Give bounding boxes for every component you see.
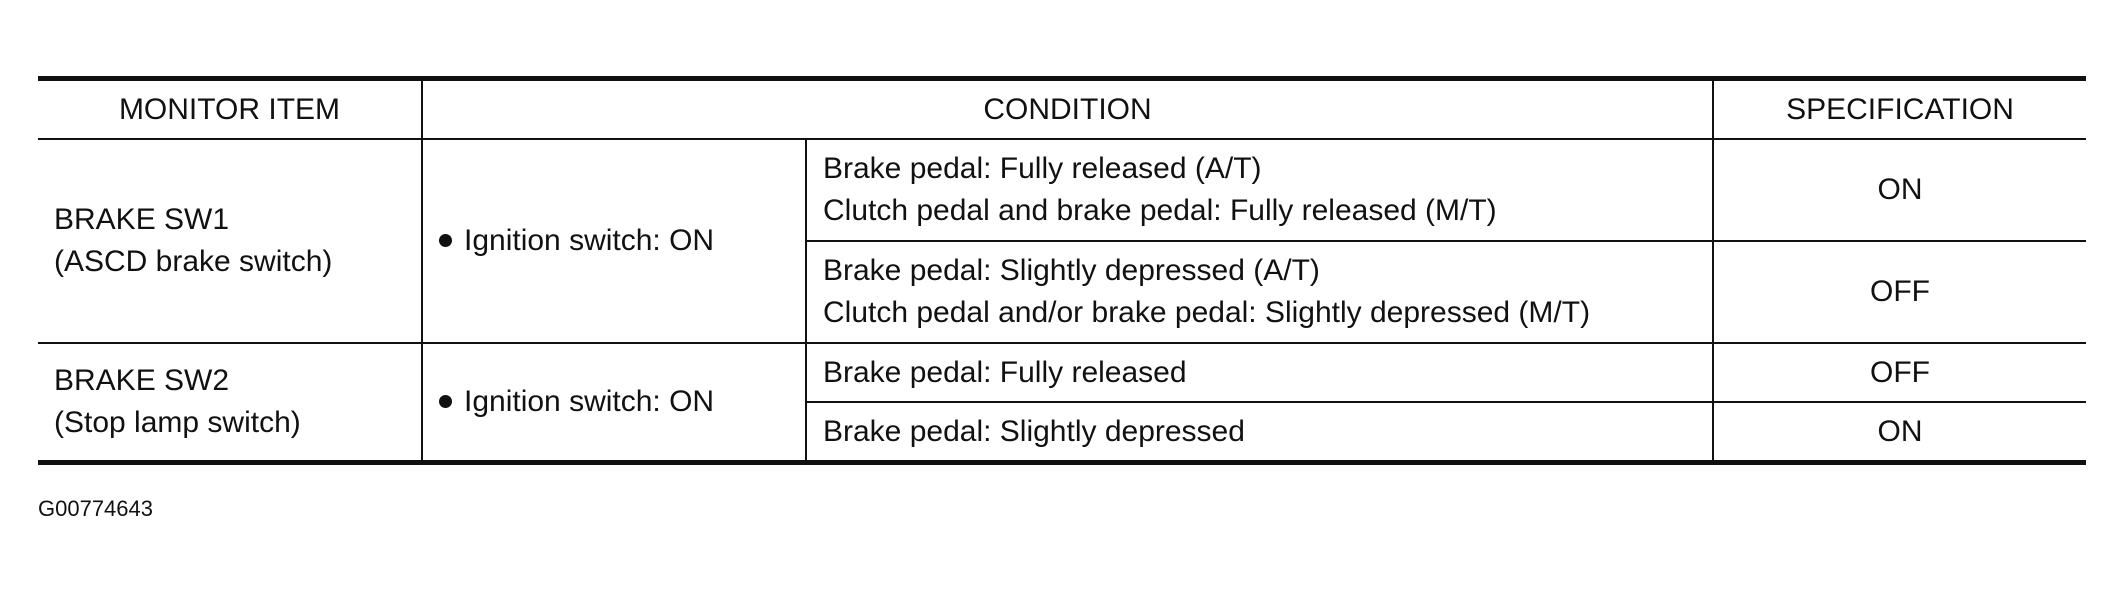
monitor-spec-table: MONITOR ITEM CONDITION SPECIFICATION BRA…: [38, 76, 2087, 465]
condition-line: Brake pedal: Slightly depressed: [823, 414, 1245, 448]
specification-value: OFF: [1712, 240, 2087, 344]
bullet-icon: [439, 394, 452, 408]
condition-line: Brake pedal: Fully released: [823, 355, 1187, 389]
specification-value: OFF: [1712, 342, 2087, 403]
condition-detail-cell: Brake pedal: Slightly depressed: [806, 401, 1715, 463]
table-row: BRAKE SW2 (Stop lamp switch) Ignition sw…: [38, 342, 2087, 464]
specification-value: ON: [1712, 401, 2087, 463]
condition-detail-cell: Brake pedal: Fully released (A/T) Clutch…: [804, 138, 1715, 242]
monitor-item-description: (ASCD brake switch): [54, 245, 333, 278]
general-condition-cell: Ignition switch: ON: [421, 342, 807, 464]
specification-value: ON: [1712, 138, 2087, 242]
monitor-item-name: BRAKE SW2: [54, 364, 230, 397]
condition-line: Clutch pedal and/or brake pedal: Slightl…: [823, 296, 1591, 329]
general-condition-text: Ignition switch: ON: [464, 385, 715, 418]
table-row: BRAKE SW1 (ASCD brake switch) Ignition s…: [38, 138, 2087, 344]
bullet-icon: [439, 233, 452, 247]
header-monitor-item: MONITOR ITEM: [38, 78, 423, 140]
condition-line: Brake pedal: Slightly depressed (A/T): [823, 254, 1320, 287]
condition-detail-cell: Brake pedal: Slightly depressed (A/T) Cl…: [806, 240, 1715, 344]
condition-detail-cell: Brake pedal: Fully released: [804, 342, 1715, 403]
condition-line: Brake pedal: Fully released (A/T): [823, 152, 1262, 185]
figure-id: G00774643: [38, 496, 153, 521]
header-row: MONITOR ITEM CONDITION SPECIFICATION: [38, 78, 2087, 140]
monitor-item-cell: BRAKE SW1 (ASCD brake switch): [38, 138, 423, 344]
header-specification: SPECIFICATION: [1712, 78, 2087, 140]
table-row: Brake pedal: Slightly depressed ON: [38, 401, 2087, 463]
general-condition-text: Ignition switch: ON: [464, 224, 715, 257]
condition-line: Clutch pedal and brake pedal: Fully rele…: [823, 194, 1497, 227]
general-condition-cell: Ignition switch: ON: [421, 138, 807, 344]
monitor-item-name: BRAKE SW1: [54, 203, 230, 236]
header-condition: CONDITION: [420, 78, 1715, 140]
monitor-item-description: (Stop lamp switch): [54, 406, 301, 439]
table-row: Brake pedal: Slightly depressed (A/T) Cl…: [38, 240, 2087, 344]
monitor-item-cell: BRAKE SW2 (Stop lamp switch): [38, 342, 423, 464]
